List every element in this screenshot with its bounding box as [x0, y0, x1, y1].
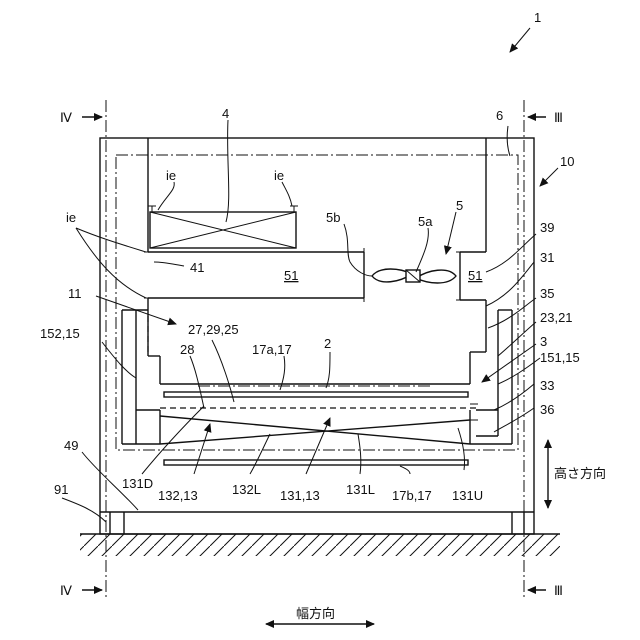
section-mark-iv-top: Ⅳ	[60, 110, 72, 125]
heater-4	[148, 206, 298, 248]
label-27-29-25: 27,29,25	[188, 322, 239, 337]
label-41: 41	[190, 260, 204, 275]
label-6: 6	[496, 108, 503, 123]
label-131-13: 131,13	[280, 488, 320, 503]
label-31: 31	[540, 250, 554, 265]
label-17a-17: 17a,17	[252, 342, 292, 357]
label-5b: 5b	[326, 210, 340, 225]
section-mark-iii-top: Ⅲ	[554, 110, 563, 125]
label-4: 4	[222, 106, 229, 121]
label-51-right: 51	[468, 268, 482, 283]
label-33: 33	[540, 378, 554, 393]
width-direction-label: 幅方向	[296, 606, 335, 621]
label-1: 1	[534, 10, 541, 25]
label-132L: 132L	[232, 482, 261, 497]
label-131D: 131D	[122, 476, 153, 491]
housing-10	[100, 138, 534, 534]
label-152-15: 152,15	[40, 326, 80, 341]
label-35: 35	[540, 286, 554, 301]
label-ie-2: ie	[274, 168, 284, 183]
label-10: 10	[560, 154, 574, 169]
label-132-13: 132,13	[158, 488, 198, 503]
height-direction-label: 高さ方向	[554, 466, 606, 481]
label-49: 49	[64, 438, 78, 453]
label-2: 2	[324, 336, 331, 351]
label-ie-1: ie	[166, 168, 176, 183]
label-91: 91	[54, 482, 68, 497]
label-51-left: 51	[284, 268, 298, 283]
tray-17b	[164, 460, 468, 465]
label-39: 39	[540, 220, 554, 235]
label-131U: 131U	[452, 488, 483, 503]
label-28: 28	[180, 342, 194, 357]
ground	[80, 534, 560, 556]
tray-17a	[164, 392, 468, 397]
label-17b-17: 17b,17	[392, 488, 432, 503]
label-ie-3: ie	[66, 210, 76, 225]
label-3: 3	[540, 334, 547, 349]
chamber-3	[122, 310, 512, 444]
label-131L: 131L	[346, 482, 375, 497]
label-5a: 5a	[418, 214, 433, 229]
label-23-21: 23,21	[540, 310, 573, 325]
label-11: 11	[68, 286, 82, 301]
leader-1	[510, 28, 530, 52]
label-5: 5	[456, 198, 463, 213]
section-mark-iv-bottom: Ⅳ	[60, 583, 72, 598]
fan-5	[372, 269, 456, 283]
label-36: 36	[540, 402, 554, 417]
label-151-15: 151,15	[540, 350, 580, 365]
section-mark-iii-bottom: Ⅲ	[554, 583, 563, 598]
section-lines	[82, 100, 546, 600]
